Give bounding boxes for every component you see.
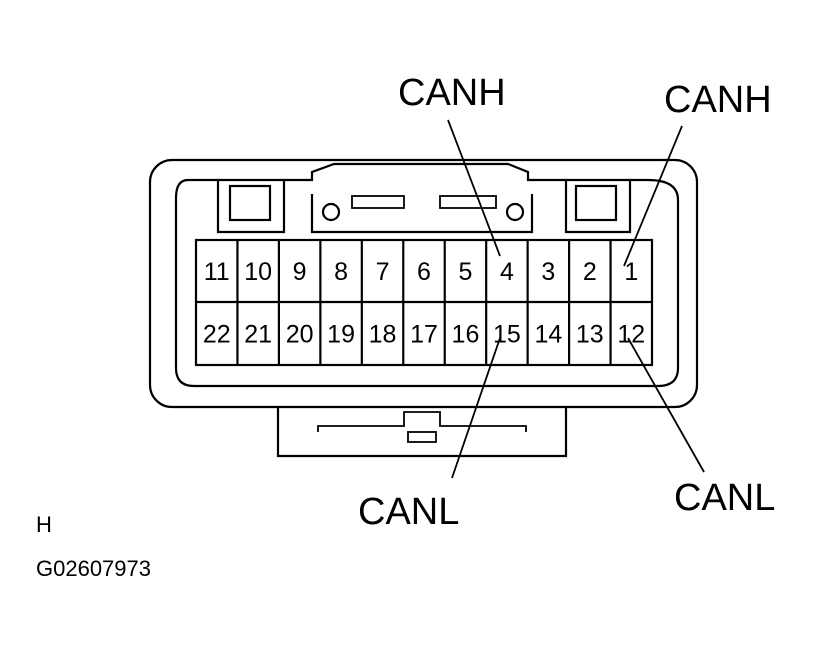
callout-canl-pin15: CANL — [358, 491, 459, 533]
pin-number: 14 — [534, 321, 562, 349]
pin-number: 9 — [293, 258, 307, 286]
latch-hole-right — [505, 202, 525, 222]
callout-canh-pin4: CANH — [398, 72, 506, 114]
leader-canl-pin15 — [451, 337, 501, 479]
left-lock-window — [228, 184, 272, 222]
pin-number: 20 — [286, 321, 314, 349]
pin-number: 8 — [334, 258, 348, 286]
latch-slot-right — [439, 195, 497, 209]
leader-canh-pin4 — [447, 119, 501, 257]
right-lock-window — [574, 184, 618, 222]
pin-number: 5 — [459, 258, 473, 286]
bottom-key-inner — [317, 411, 527, 432]
pin-number: 16 — [452, 321, 480, 349]
latch-hole-left — [321, 202, 341, 222]
pin-number: 1 — [624, 258, 638, 286]
pin-number: 13 — [576, 321, 604, 349]
bottom-key-notch — [407, 431, 437, 443]
pin-number: 21 — [244, 321, 272, 349]
leader-canh-pin1 — [623, 125, 683, 267]
pin-number: 19 — [327, 321, 355, 349]
callout-canh-pin1: CANH — [664, 79, 772, 121]
pin-number: 6 — [417, 258, 431, 286]
center-latch — [310, 194, 534, 234]
pin-number: 11 — [204, 258, 230, 286]
leader-canl-pin12 — [627, 337, 705, 473]
pin-number: 2 — [583, 258, 597, 286]
pin-number: 4 — [500, 258, 514, 286]
callout-labels: CANH CANH CANL CANL — [358, 72, 775, 533]
pin-number: 17 — [410, 321, 438, 349]
pin-number: 10 — [244, 258, 272, 286]
bottom-key — [276, 407, 568, 458]
housing-outer — [148, 158, 699, 409]
callout-canl-pin12: CANL — [674, 477, 775, 519]
right-lock-tab — [564, 180, 632, 234]
left-lock-tab — [216, 180, 286, 234]
pin-number: 7 — [376, 258, 390, 286]
callout-leaders — [447, 119, 705, 479]
housing-inner-rim — [174, 162, 680, 388]
pin-number: 18 — [369, 321, 397, 349]
diagram-code: G02607973 — [36, 556, 151, 581]
diagram-letter: H — [36, 512, 52, 537]
connector-housing — [148, 158, 699, 458]
pin-number: 22 — [203, 321, 231, 349]
pin-number: 3 — [541, 258, 555, 286]
latch-slot-left — [351, 195, 405, 209]
